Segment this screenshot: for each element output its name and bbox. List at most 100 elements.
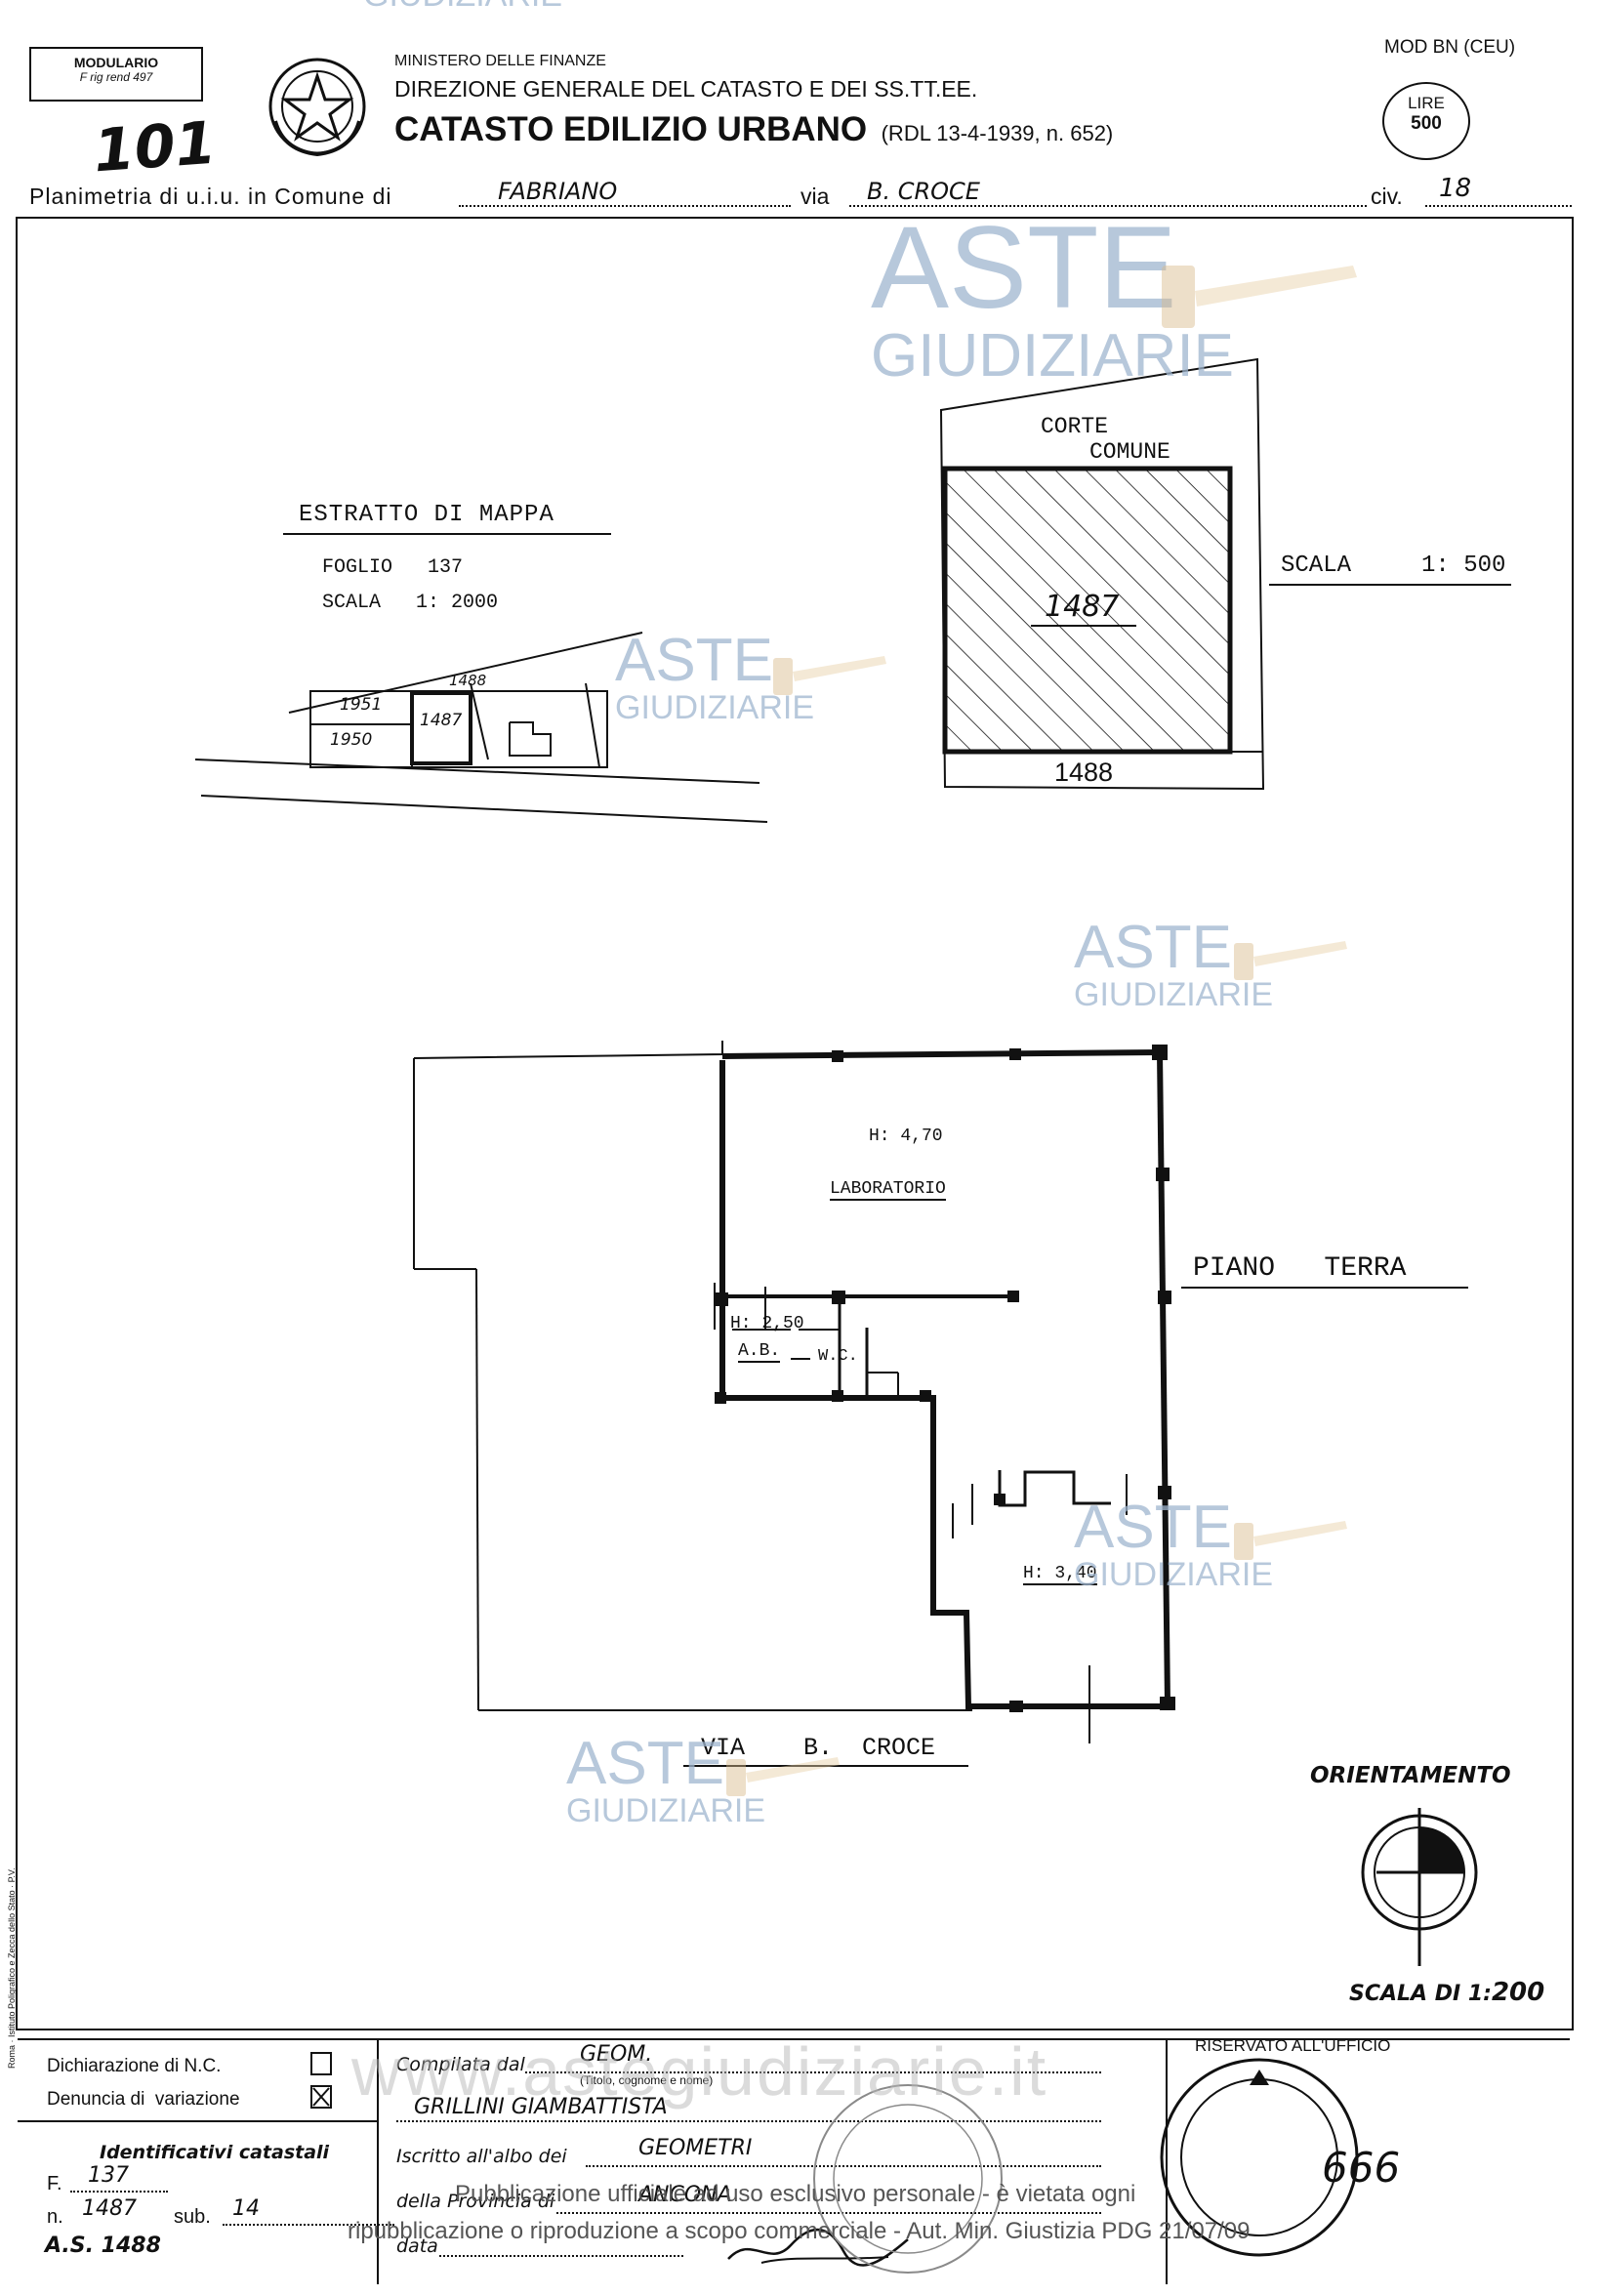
site-plan [939,357,1265,791]
civ-dots [1425,205,1572,207]
sub-dots [223,2224,394,2226]
side-printer-text: Roma · Istituto Poligrafico e Zecca dell… [7,1867,17,2069]
floor-label: PIANO TERRA [1193,1253,1407,1284]
orientation-scale-value: 200 [1491,1978,1545,2007]
f-row: F. 137 [47,2163,168,2195]
sub-value: 14 [232,2196,260,2221]
footer-top-rule [18,2038,1570,2040]
watermark-top-text: GIUDIZIARIE [363,0,562,12]
estratto-scala: SCALA 1: 2000 [322,592,499,614]
north-arrow-icon [1361,1808,1478,1966]
f-dots [70,2191,168,2193]
footer-divider-2 [1166,2038,1168,2284]
stamp-circle: LIRE 500 [1382,82,1470,160]
provincia-value: ANCONA [638,2183,732,2207]
drawing-frame [16,217,1574,2030]
orientation-scale: SCALA DI 1:200 [1349,1978,1544,2007]
comune-label: COMUNE [1089,439,1170,465]
title-text: CATASTO EDILIZIO URBANO [394,110,868,148]
watermark-mid-1: ASTE GIUDIZIARIE [615,627,815,726]
watermark-mid-3-aste: ASTE [1074,1494,1232,1561]
room-laboratorio: LABORATORIO [830,1179,946,1201]
compilata-dots [525,2071,1101,2073]
room-ab: A.B. [738,1341,781,1363]
site-scale: SCALA 1: 500 [1281,553,1506,579]
comune-value: FABRIANO [498,178,618,205]
planimetria-line: Planimetria di u.i.u. in Comune di FABRI… [29,174,1572,217]
modulario-label: MODULARIO [73,55,159,70]
via-label: via [800,184,830,209]
data-label: data [396,2235,438,2257]
civ-label: civ. [1371,184,1403,209]
compilata-name: GRILLINI GIAMBATTISTA [414,2095,668,2119]
f-value: 137 [88,2163,129,2188]
watermark-large: ASTE GIUDIZIARIE [871,209,1234,387]
planimetria-prefix: Planimetria di u.i.u. in Comune di [29,184,392,209]
law-text: (RDL 13-4-1939, n. 652) [881,121,1114,145]
watermark-top: GIUDIZIARIE [363,0,562,12]
office-stamp-icon [1160,2058,1359,2257]
parcel-1488: 1488 [449,672,487,689]
footer-mid-rule [18,2120,377,2122]
watermark-mid-1-giudiziarie: GIUDIZIARIE [615,689,815,726]
watermark-gavel-icon-3 [1234,941,1347,980]
floor-plan [413,1041,1175,1743]
comune-dots [459,205,791,207]
compilata-value: GEOM. [580,2042,653,2067]
h-lower: H: 3,40 [1023,1564,1097,1585]
dichiarazione-checkbox[interactable] [310,2052,332,2075]
direction-text: DIREZIONE GENERALE DEL CATASTO E DEI SS.… [394,76,978,102]
site-parcel-underline [1031,625,1136,627]
data-dots [439,2255,683,2257]
dichiarazione-label: Dichiarazione di N.C. [47,2056,222,2076]
iscritto-value: GEOMETRI [638,2136,753,2160]
identificativi-label: Identificativi catastali [100,2142,330,2163]
n-label: n. [47,2206,63,2228]
watermark-large-giudiziarie: GIUDIZIARIE [871,322,1235,390]
sheet-number: 101 [91,108,219,186]
watermark-mid-1-aste: ASTE [615,627,773,694]
watermark-large-aste: ASTE [871,202,1177,333]
watermark-gavel-icon-5 [726,1757,840,1796]
via-dots [849,205,1367,207]
denuncia-label: Denuncia di variazione [47,2089,240,2110]
parcel-1951: 1951 [340,695,383,715]
estratto-title-underline [283,533,611,535]
parcel-1487: 1487 [420,711,463,730]
site-parcel-1487: 1487 [1045,590,1120,624]
h-laboratorio: H: 4,70 [869,1127,943,1146]
civ-value: 18 [1439,174,1472,203]
site-scale-underline [1269,584,1511,586]
provincia-label: della Provincia di [396,2191,555,2212]
room-wc: W.C. [818,1347,858,1366]
n-value: 1487 [82,2196,137,2221]
watermark-site: www.astegiudiziarie.it [351,2033,1048,2110]
iscritto-label: Iscritto all'albo dei [396,2146,567,2167]
watermark-mid-3-giudiziarie: GIUDIZIARIE [1074,1556,1274,1593]
footer-divider-1 [377,2038,379,2284]
parcel-1950: 1950 [330,730,373,750]
office-number: 666 [1322,2144,1401,2192]
riservato-label: RISERVATO ALL'UFFICIO [1195,2036,1391,2055]
via-value: B. CROCE [867,178,980,205]
estratto-map [195,632,768,823]
corte-label: CORTE [1041,414,1109,439]
watermark-low-giudiziarie: GIUDIZIARIE [566,1792,766,1829]
watermark-mid-2-giudiziarie: GIUDIZIARIE [1074,976,1274,1013]
denuncia-checkbox[interactable] [310,2085,332,2109]
watermark-gavel-icon-2 [773,656,886,695]
compilata-name-dots [396,2120,1101,2122]
estratto-foglio: FOGLIO 137 [322,556,464,579]
checkmark-icon [312,2087,330,2107]
mod-label: MOD BN (CEU) [1384,37,1516,58]
watermark-mid-2: ASTE GIUDIZIARIE [1074,918,1274,1013]
notice-line-1: Pubblicazione ufficiale ad uso esclusivo… [455,2181,1136,2207]
stamp-value: 500 [1411,113,1442,134]
street-label: VIA B. CROCE [701,1734,936,1762]
watermark-gavel-icon [1162,266,1357,328]
secondary-stamp-icon [813,2084,1003,2274]
sub-label: sub. [174,2206,211,2228]
document-title: CATASTO EDILIZIO URBANO (RDL 13-4-1939, … [394,110,1113,149]
estratto-title: ESTRATTO DI MAPPA [299,502,554,528]
watermark-low: ASTE GIUDIZIARIE [566,1734,766,1829]
